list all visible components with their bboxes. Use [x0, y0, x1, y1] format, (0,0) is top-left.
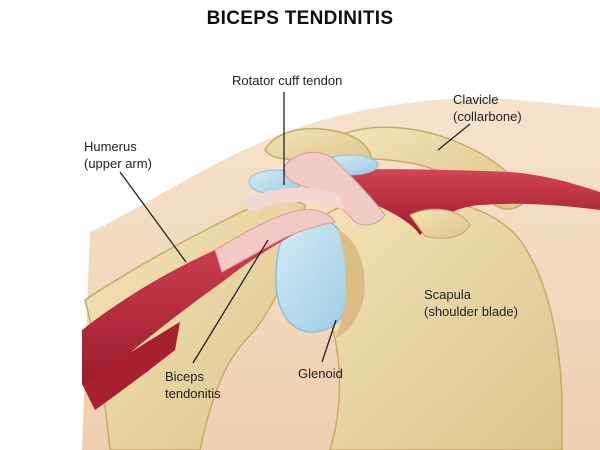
label-rotator-cuff: Rotator cuff tendon	[232, 73, 343, 88]
label-scapula: Scapula (shoulder blade)	[424, 286, 518, 320]
label-humerus: Humerus (upper arm)	[84, 138, 152, 172]
biceps-muscle	[82, 222, 298, 384]
diagram-title: BICEPS TENDINITIS	[206, 8, 394, 29]
rotator-cuff-tendon	[283, 151, 386, 226]
biceps-muscle-lower	[82, 322, 180, 410]
pointer-humerus	[119, 171, 187, 263]
rotator-cuff-band	[240, 187, 345, 212]
trapezius-muscle	[345, 169, 600, 235]
label-glenoid: Glenoid	[298, 366, 343, 381]
label-humerus-line2: (upper arm)	[84, 156, 152, 171]
label-clavicle-line2: (collarbone)	[453, 109, 522, 124]
coracoid-process	[409, 208, 471, 239]
biceps-tendon	[214, 209, 336, 273]
label-clavicle: Clavicle (collarbone)	[453, 91, 522, 125]
label-clavicle-line1: Clavicle	[453, 92, 499, 107]
label-biceps-line1: Biceps	[165, 369, 205, 384]
label-humerus-line1: Humerus	[84, 139, 137, 154]
label-biceps-line2: tendonitis	[165, 386, 221, 401]
label-scapula-line1: Scapula	[424, 287, 471, 302]
glenoid-rim	[335, 230, 365, 338]
label-biceps: Biceps tendonitis	[165, 368, 221, 402]
pointer-glenoid	[321, 319, 337, 363]
label-scapula-line2: (shoulder blade)	[424, 304, 518, 319]
pointer-clavicle	[437, 123, 471, 151]
pointer-biceps	[192, 239, 269, 364]
